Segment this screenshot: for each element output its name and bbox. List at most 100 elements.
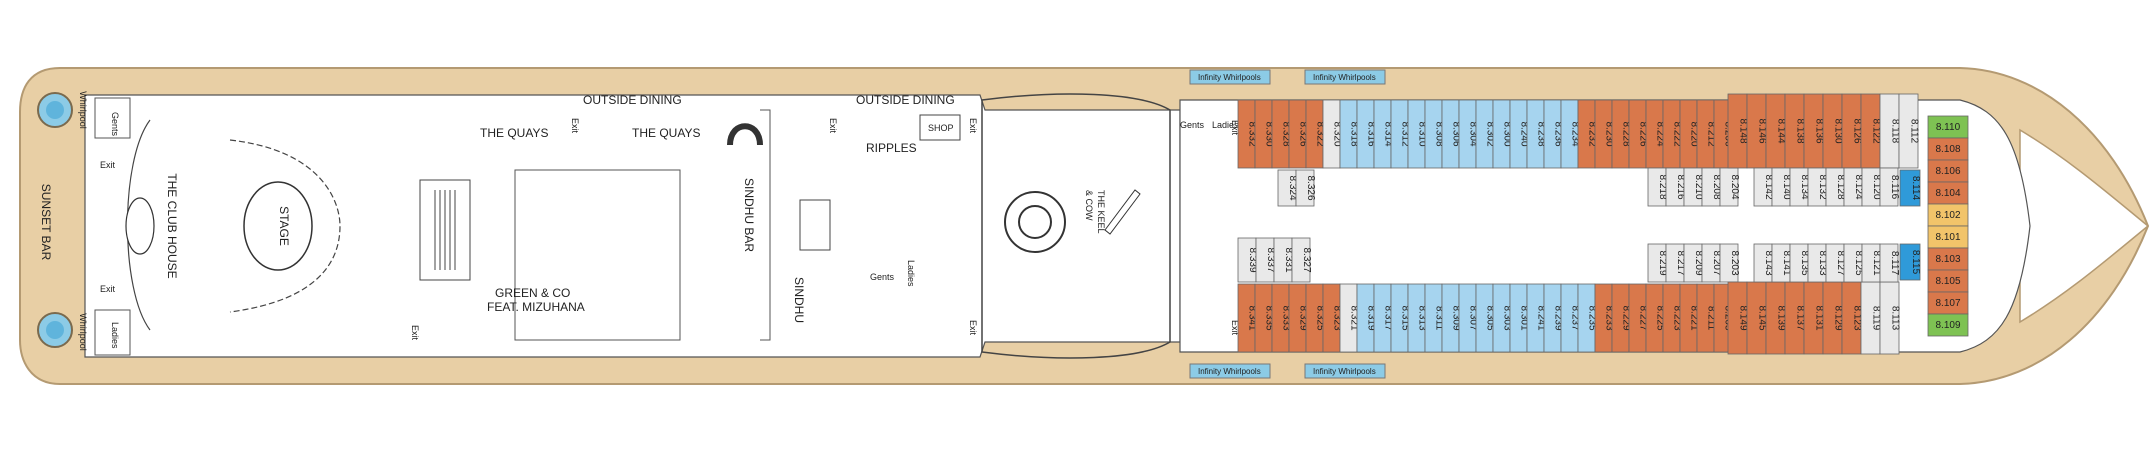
cabin-8-325[interactable]: 8.325: [1305, 283, 1326, 353]
cabin-8-304[interactable]: 8.304: [1458, 99, 1479, 169]
cabin-8-222[interactable]: 8.222: [1662, 99, 1683, 169]
cabin-8-323[interactable]: 8.323: [1322, 283, 1343, 353]
cabin-8-322[interactable]: 8.322: [1305, 99, 1326, 169]
cabin-8-333[interactable]: 8.333: [1271, 283, 1292, 353]
cabin-8-207[interactable]: 8.207: [1701, 243, 1722, 283]
cabin-8-314[interactable]: 8.314: [1373, 99, 1394, 169]
cabin-8-224[interactable]: 8.224: [1645, 99, 1666, 169]
cabin-8-127[interactable]: 8.127: [1825, 243, 1846, 283]
cabin-8-219[interactable]: 8.219: [1647, 243, 1668, 283]
cabin-8-121[interactable]: 8.121: [1861, 243, 1882, 283]
cabin-8-227[interactable]: 8.227: [1628, 283, 1649, 353]
cabin-8-313[interactable]: 8.313: [1407, 283, 1428, 353]
cabin-8-229[interactable]: 8.229: [1611, 283, 1632, 353]
cabin-8-148[interactable]: 8.148: [1727, 93, 1749, 169]
cabin-8-110[interactable]: 8.110: [1927, 115, 1969, 139]
cabin-8-241[interactable]: 8.241: [1526, 283, 1547, 353]
cabin-8-319[interactable]: 8.319: [1356, 283, 1377, 353]
cabin-8-138[interactable]: 8.138: [1784, 93, 1806, 169]
cabin-8-318[interactable]: 8.318: [1339, 99, 1360, 169]
cabin-8-129[interactable]: 8.129: [1822, 281, 1844, 355]
cabin-8-226[interactable]: 8.226: [1628, 99, 1649, 169]
cabin-8-209[interactable]: 8.209: [1683, 243, 1704, 283]
cabin-8-235[interactable]: 8.235: [1577, 283, 1598, 353]
stage[interactable]: [243, 181, 313, 271]
cabin-8-117[interactable]: 8.117: [1879, 243, 1900, 283]
cabin-8-310[interactable]: 8.310: [1407, 99, 1428, 169]
cabin-8-208[interactable]: 8.208: [1701, 167, 1722, 207]
cabin-8-145[interactable]: 8.145: [1746, 281, 1768, 355]
cabin-8-108[interactable]: 8.108: [1927, 137, 1969, 161]
whirlpool-top[interactable]: [37, 92, 73, 128]
cabin-8-137[interactable]: 8.137: [1784, 281, 1806, 355]
cabin-8-136[interactable]: 8.136: [1803, 93, 1825, 169]
cabin-8-316[interactable]: 8.316: [1356, 99, 1377, 169]
cabin-8-328[interactable]: 8.328: [1271, 99, 1292, 169]
cabin-8-139[interactable]: 8.139: [1765, 281, 1787, 355]
cabin-8-212[interactable]: 8.212: [1696, 99, 1717, 169]
cabin-8-238[interactable]: 8.238: [1526, 99, 1547, 169]
exit-1[interactable]: Exit: [570, 118, 580, 134]
cabin-8-211[interactable]: 8.211: [1696, 283, 1717, 353]
cabin-8-109[interactable]: 8.109: [1927, 313, 1969, 337]
cabin-8-309[interactable]: 8.309: [1441, 283, 1462, 353]
cabin-8-326[interactable]: 8.326: [1295, 169, 1316, 207]
cabin-8-144[interactable]: 8.144: [1765, 93, 1787, 169]
cabin-8-216[interactable]: 8.216: [1665, 167, 1686, 207]
cabin-8-311[interactable]: 8.311: [1424, 283, 1445, 353]
cabin-8-239[interactable]: 8.239: [1543, 283, 1564, 353]
cabin-8-146[interactable]: 8.146: [1746, 93, 1768, 169]
cabin-8-225[interactable]: 8.225: [1645, 283, 1666, 353]
cabin-8-217[interactable]: 8.217: [1665, 243, 1686, 283]
cabin-8-122[interactable]: 8.122: [1860, 93, 1882, 169]
cabin-8-143[interactable]: 8.143: [1753, 243, 1774, 283]
shop-box[interactable]: [919, 114, 961, 141]
cabin-8-320[interactable]: 8.320: [1322, 99, 1343, 169]
cabin-8-113[interactable]: 8.113: [1879, 281, 1901, 355]
cabin-8-306[interactable]: 8.306: [1441, 99, 1462, 169]
cabin-8-230[interactable]: 8.230: [1594, 99, 1615, 169]
cabin-8-321[interactable]: 8.321: [1339, 283, 1360, 353]
cabin-8-218[interactable]: 8.218: [1647, 167, 1668, 207]
cabin-8-236[interactable]: 8.236: [1543, 99, 1564, 169]
cabin-8-237[interactable]: 8.237: [1560, 283, 1581, 353]
cabin-8-308[interactable]: 8.308: [1424, 99, 1445, 169]
cabin-8-341[interactable]: 8.341: [1237, 283, 1258, 353]
cabin-8-324[interactable]: 8.324: [1277, 169, 1298, 207]
cabin-8-315[interactable]: 8.315: [1390, 283, 1411, 353]
cabin-8-221[interactable]: 8.221: [1679, 283, 1700, 353]
cabin-8-115[interactable]: 8.115: [1899, 243, 1921, 281]
exit-aft-2[interactable]: Exit: [100, 284, 116, 294]
cabin-8-107[interactable]: 8.107: [1927, 291, 1969, 315]
cabin-8-123[interactable]: 8.123: [1841, 281, 1863, 355]
cabin-8-120[interactable]: 8.120: [1861, 167, 1882, 207]
cabin-8-301[interactable]: 8.301: [1509, 283, 1530, 353]
cabin-8-133[interactable]: 8.133: [1807, 243, 1828, 283]
cabin-8-134[interactable]: 8.134: [1789, 167, 1810, 207]
infinity-whirlpool-pool-3[interactable]: [1189, 363, 1271, 379]
infinity-whirlpool-pool-4[interactable]: [1304, 363, 1386, 379]
cabin-8-203[interactable]: 8.203: [1719, 243, 1740, 283]
cabin-8-131[interactable]: 8.131: [1803, 281, 1825, 355]
infinity-whirlpool-pool-1[interactable]: [1189, 69, 1271, 85]
cabin-8-337[interactable]: 8.337: [1255, 237, 1276, 283]
cabin-8-327[interactable]: 8.327: [1291, 237, 1312, 283]
cabin-8-302[interactable]: 8.302: [1475, 99, 1496, 169]
cabin-8-332[interactable]: 8.332: [1237, 99, 1258, 169]
cabin-8-335[interactable]: 8.335: [1254, 283, 1275, 353]
cabin-8-329[interactable]: 8.329: [1288, 283, 1309, 353]
cabin-8-141[interactable]: 8.141: [1771, 243, 1792, 283]
cabin-8-303[interactable]: 8.303: [1492, 283, 1513, 353]
cabin-8-234[interactable]: 8.234: [1560, 99, 1581, 169]
cabin-8-326[interactable]: 8.326: [1288, 99, 1309, 169]
cabin-8-112[interactable]: 8.112: [1898, 93, 1920, 169]
cabin-8-223[interactable]: 8.223: [1662, 283, 1683, 353]
cabin-8-210[interactable]: 8.210: [1683, 167, 1704, 207]
cabin-8-116[interactable]: 8.116: [1879, 167, 1900, 207]
cabin-8-102[interactable]: 8.102: [1927, 203, 1969, 227]
cabin-8-312[interactable]: 8.312: [1390, 99, 1411, 169]
cabin-8-104[interactable]: 8.104: [1927, 181, 1969, 205]
cabin-8-132[interactable]: 8.132: [1807, 167, 1828, 207]
cabin-8-232[interactable]: 8.232: [1577, 99, 1598, 169]
whirlpool-bottom[interactable]: [37, 312, 73, 348]
